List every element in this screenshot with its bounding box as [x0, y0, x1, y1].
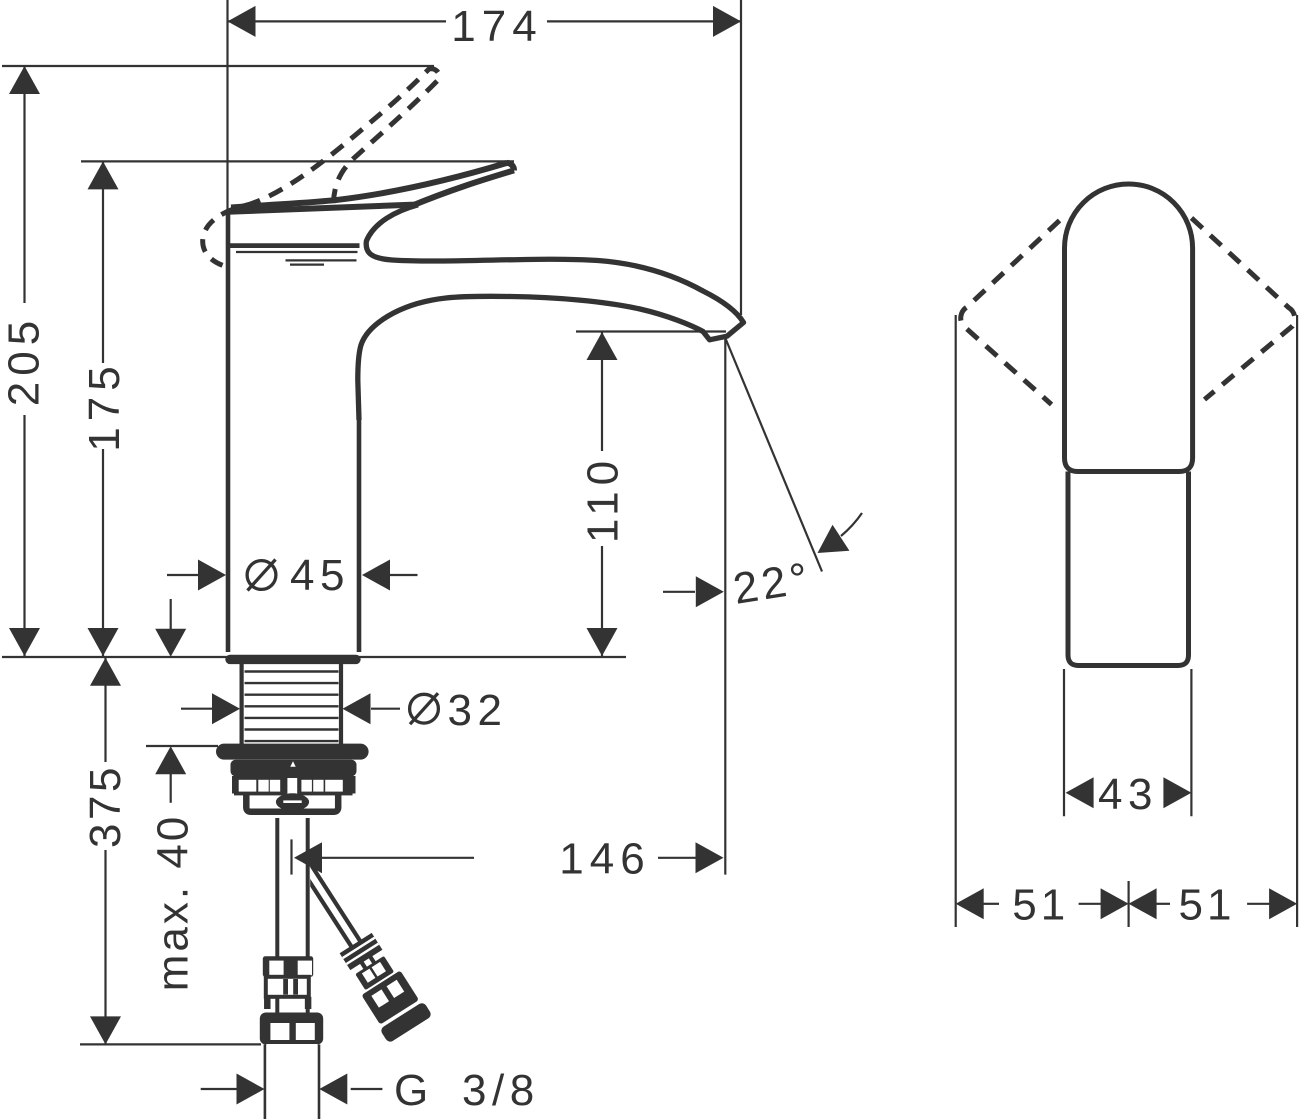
- svg-text:51: 51: [1012, 880, 1069, 929]
- svg-text:max. 40: max. 40: [149, 814, 198, 992]
- svg-text:32: 32: [448, 686, 508, 735]
- svg-text:3/8: 3/8: [462, 1066, 540, 1115]
- svg-text:51: 51: [1179, 880, 1236, 929]
- svg-text:375: 375: [81, 764, 130, 848]
- svg-text:43: 43: [1098, 770, 1158, 819]
- svg-text:22°: 22°: [730, 553, 815, 614]
- svg-text:146: 146: [559, 835, 650, 884]
- svg-text:175: 175: [80, 360, 129, 451]
- svg-text:174: 174: [451, 2, 542, 51]
- svg-text:205: 205: [0, 315, 49, 406]
- svg-text:G: G: [394, 1066, 434, 1115]
- svg-text:45: 45: [290, 551, 350, 600]
- svg-text:110: 110: [579, 455, 628, 543]
